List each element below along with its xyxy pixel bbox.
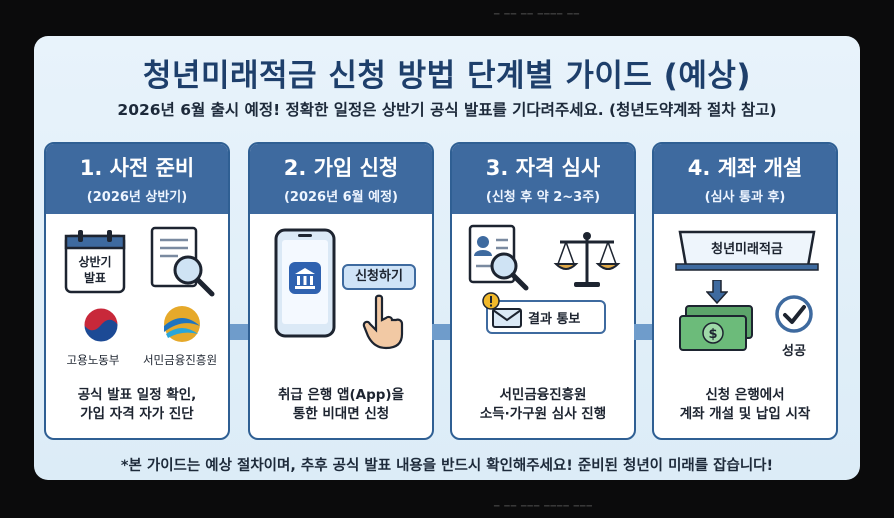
- guide-card: 청년미래적금 신청 방법 단계별 가이드 (예상) 2026년 6월 출시 예정…: [34, 36, 860, 480]
- ministry-label: 고용노동부: [66, 353, 120, 367]
- step-1-header: 1. 사전 준비 (2026년 상반기): [46, 144, 228, 214]
- step-2-subtitle: (2026년 6월 예정): [283, 190, 398, 205]
- footer-note: *본 가이드는 예상 절차이며, 추후 공식 발표 내용을 반드시 확인해주세요…: [120, 458, 774, 474]
- magnifier-icon: [488, 250, 530, 296]
- step-3-title: 3. 자격 심사: [485, 156, 601, 180]
- result-notice-box: 결과 통보: [486, 300, 606, 334]
- money-icon: $: [676, 304, 756, 358]
- kinfa-logo: [162, 304, 202, 348]
- calendar-text: 상반기 발표: [78, 255, 112, 285]
- step-2-card: 2. 가입 신청 (2026년 6월 예정): [248, 142, 434, 440]
- step-4-header: 4. 계좌 개설 (심사 통과 후): [654, 144, 836, 214]
- step-3-subtitle: (신청 후 약 2~3주): [485, 190, 601, 205]
- scale-icon: [552, 228, 622, 294]
- success-label: 성공: [782, 344, 806, 359]
- step-1-subtitle: (2026년 상반기): [86, 190, 188, 205]
- step-2-title: 2. 가입 신청: [283, 156, 399, 180]
- bank-icon: [289, 262, 321, 298]
- check-icon: [774, 294, 814, 338]
- background-ghost-text-bottom: ━ ━━ ━━━ ━━━━ ━━━: [494, 502, 593, 512]
- step-1-body: 상반기 발표: [46, 214, 228, 436]
- step-2-body: 신청하기 취급 은행 앱(App)을 통한 비대면 신청: [250, 214, 432, 436]
- step-4-card: 4. 계좌 개설 (심사 통과 후) 청년미래적금: [652, 142, 838, 440]
- step-3-body: 결과 통보 서민금융진흥원 소득·가구원 심사 진행: [452, 214, 634, 436]
- step-4-body: 청년미래적금 $ 성공: [654, 214, 836, 436]
- bank-sign-icon: 청년미래적금: [672, 226, 822, 272]
- calendar-icon: 상반기 발표: [64, 228, 126, 294]
- page-title: 청년미래적금 신청 방법 단계별 가이드 (예상): [142, 58, 752, 94]
- pointing-hand-icon: [362, 294, 406, 354]
- page-subtitle: 2026년 6월 출시 예정! 정확한 일정은 상반기 공식 발표를 기다려주세…: [117, 101, 777, 119]
- down-arrow-icon: [705, 279, 729, 308]
- step-3-card: 3. 자격 심사 (신청 후 약 2~3주): [450, 142, 636, 440]
- step-4-subtitle: (심사 통과 후): [704, 190, 786, 205]
- envelope-icon: [492, 308, 522, 328]
- apply-button[interactable]: 신청하기: [342, 264, 416, 290]
- step-3-header: 3. 자격 심사 (신청 후 약 2~3주): [452, 144, 634, 214]
- alert-icon: [482, 292, 500, 314]
- ministry-logo: [82, 306, 120, 348]
- svg-text:$: $: [708, 327, 717, 342]
- step-1-title: 1. 사전 준비: [79, 156, 195, 180]
- kinfa-label: 서민금융진흥원: [142, 353, 218, 367]
- result-notice-label: 결과 통보: [528, 312, 581, 327]
- step-1-description: 공식 발표 일정 확인, 가입 자격 자가 진단: [77, 387, 197, 422]
- step-2-header: 2. 가입 신청 (2026년 6월 예정): [250, 144, 432, 214]
- step-4-description: 신청 은행에서 계좌 개설 및 납입 시작: [679, 387, 811, 422]
- step-4-title: 4. 계좌 개설: [687, 156, 803, 180]
- step-1-card: 1. 사전 준비 (2026년 상반기) 상반기 발표: [44, 142, 230, 440]
- step-2-description: 취급 은행 앱(App)을 통한 비대면 신청: [277, 387, 405, 422]
- bank-sign-label: 청년미래적금: [711, 242, 783, 257]
- step-3-description: 서민금융진흥원 소득·가구원 심사 진행: [479, 387, 607, 422]
- document-search-icon: [148, 226, 218, 302]
- background-ghost-text: ━ ━━ ━━ ━━━━ ━━: [494, 10, 581, 20]
